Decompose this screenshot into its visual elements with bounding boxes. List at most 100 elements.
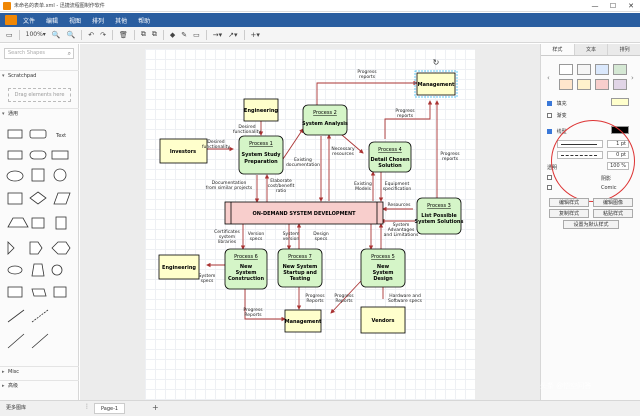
process-7[interactable]: Process 7 New System Startup and Testing <box>277 248 323 288</box>
shape-step[interactable] <box>29 241 43 255</box>
swatch-blue[interactable] <box>595 64 609 75</box>
maximize-button[interactable]: ☐ <box>609 2 617 10</box>
set-default-style-button[interactable]: 设置为默认样式 <box>563 220 619 229</box>
swatch-purple[interactable] <box>613 79 627 90</box>
central-system-bar[interactable]: ON-DEMAND SYSTEM DEVELOPMENT <box>224 201 384 225</box>
tab-style[interactable]: 样式 <box>541 44 574 55</box>
menu-arrange[interactable]: 排列 <box>92 17 105 25</box>
edit-image-button[interactable]: 编辑图像 <box>593 198 633 207</box>
shape-rectangle[interactable] <box>7 129 23 139</box>
shape-wide-rectangle[interactable] <box>51 150 69 160</box>
edit-style-button[interactable]: 编辑样式 <box>549 198 589 207</box>
shape-parallelogram[interactable] <box>53 192 71 205</box>
menu-view[interactable]: 视图 <box>69 17 82 25</box>
shape-rounded-process[interactable] <box>29 150 47 160</box>
entity-engineering-bottom[interactable]: Engineering <box>158 254 200 280</box>
line-color-icon[interactable]: ✎ <box>181 30 188 39</box>
shape-tape[interactable] <box>7 286 23 298</box>
tab-text[interactable]: 文本 <box>573 44 608 55</box>
line-checkbox[interactable] <box>547 129 552 134</box>
entity-investors[interactable]: Investors <box>159 138 208 164</box>
shadow-icon[interactable]: ▭ <box>193 30 200 39</box>
page-tab[interactable]: Page-1 <box>94 403 126 414</box>
chevron-left-icon[interactable]: ‹ <box>547 74 550 82</box>
fill-checkbox[interactable] <box>547 101 552 106</box>
swatch-green[interactable] <box>613 64 627 75</box>
comic-checkbox[interactable] <box>547 185 552 190</box>
shape-diamond[interactable] <box>29 191 47 205</box>
fill-color-icon[interactable]: ◆ <box>169 30 176 39</box>
canvas-area[interactable]: Management ↻ Engineering Investors Proce… <box>80 44 540 400</box>
delete-icon[interactable]: 🗑 <box>118 30 128 39</box>
process-1[interactable]: Process 1 System Study Preparation <box>238 135 284 175</box>
menu-help[interactable]: 帮助 <box>138 17 151 25</box>
shape-note[interactable] <box>55 216 67 230</box>
section-general[interactable]: ▾ 通用 <box>0 108 79 118</box>
entity-engineering-top[interactable]: Engineering <box>243 98 279 122</box>
rotate-handle-icon[interactable]: ↻ <box>433 58 440 67</box>
close-button[interactable]: ✕ <box>628 2 634 10</box>
entity-management-top[interactable]: Management <box>414 70 458 98</box>
copy-style-button[interactable]: 复制样式 <box>549 209 589 218</box>
shape-cloud[interactable] <box>51 264 63 276</box>
page-menu-icon[interactable]: ⋮ <box>84 403 90 410</box>
shape-process[interactable] <box>7 150 23 160</box>
waypoint-icon[interactable]: ↗▾ <box>228 30 238 39</box>
search-input[interactable]: Search Shapes ⌕ <box>4 48 74 59</box>
redo-icon[interactable]: ↷ <box>100 30 106 39</box>
shape-card[interactable] <box>31 288 47 297</box>
swatch-white[interactable] <box>559 64 573 75</box>
insert-icon[interactable]: +▾ <box>250 30 260 39</box>
shape-callout[interactable] <box>53 286 67 298</box>
menu-extras[interactable]: 其他 <box>115 17 128 25</box>
add-page-button[interactable]: + <box>152 403 159 412</box>
section-advanced[interactable]: ▸ 高级 <box>0 380 79 390</box>
diagram-page[interactable]: Management ↻ Engineering Investors Proce… <box>145 49 475 400</box>
shape-arrow[interactable] <box>31 333 49 349</box>
undo-icon[interactable]: ↶ <box>88 30 95 39</box>
shape-cylinder[interactable] <box>7 265 23 275</box>
tab-arrange[interactable]: 排列 <box>607 44 640 55</box>
process-5[interactable]: Process 5 New System Design <box>360 248 406 288</box>
shape-dashed-line[interactable] <box>31 309 49 323</box>
shape-box[interactable] <box>7 192 23 205</box>
shape-circle[interactable] <box>53 168 67 182</box>
swatch-red[interactable] <box>595 79 609 90</box>
shape-triangle[interactable] <box>7 241 15 255</box>
shape-square[interactable] <box>31 168 45 182</box>
shadow-checkbox[interactable] <box>547 175 552 180</box>
fill-row[interactable]: 填充 <box>547 100 567 107</box>
minimize-button[interactable]: — <box>591 2 599 10</box>
menu-file[interactable]: 文件 <box>23 17 36 25</box>
shape-hexagon[interactable] <box>51 241 71 255</box>
comic-row[interactable] <box>547 185 555 191</box>
swatch-orange[interactable] <box>559 79 573 90</box>
process-2[interactable]: Process 2 System Analysis <box>302 104 348 136</box>
shape-document[interactable] <box>31 217 45 229</box>
entity-vendors[interactable]: Vendors <box>360 306 406 334</box>
gradient-checkbox[interactable] <box>547 113 552 118</box>
entity-management-bottom[interactable]: Management <box>285 309 322 333</box>
to-front-icon[interactable]: ⧉ <box>140 30 146 38</box>
swatch-gray[interactable] <box>577 64 591 75</box>
zoom-out-icon[interactable]: 🔍 <box>66 30 76 39</box>
shape-rounded-rectangle[interactable] <box>29 129 47 139</box>
process-3[interactable]: Process 3 List Possible System Solutions <box>415 197 464 235</box>
section-scratchpad[interactable]: ▾ Scratchpad <box>0 70 79 80</box>
menu-edit[interactable]: 编辑 <box>46 17 59 25</box>
process-4[interactable]: Process 4 Detail Chosen Solution <box>368 141 412 173</box>
shape-trapezoid-alt[interactable] <box>31 263 45 277</box>
swatch-yellow[interactable] <box>577 79 591 90</box>
paste-style-button[interactable]: 粘贴样式 <box>593 209 633 218</box>
scratchpad-drop-zone[interactable]: Drag elements here <box>8 88 71 102</box>
shape-text[interactable]: Text <box>55 133 66 139</box>
section-misc[interactable]: ▸ Misc <box>0 366 79 376</box>
connection-icon[interactable]: →▾ <box>212 30 223 39</box>
chevron-right-icon[interactable]: › <box>631 74 634 82</box>
fill-color-swatch[interactable] <box>611 98 629 106</box>
shape-link[interactable] <box>7 333 25 349</box>
process-6[interactable]: Process 6 New System Construction <box>224 248 268 290</box>
zoom-in-icon[interactable]: 🔍 <box>51 30 61 39</box>
zoom-select[interactable]: 100%▾ <box>26 29 46 41</box>
shape-line[interactable] <box>7 309 25 323</box>
